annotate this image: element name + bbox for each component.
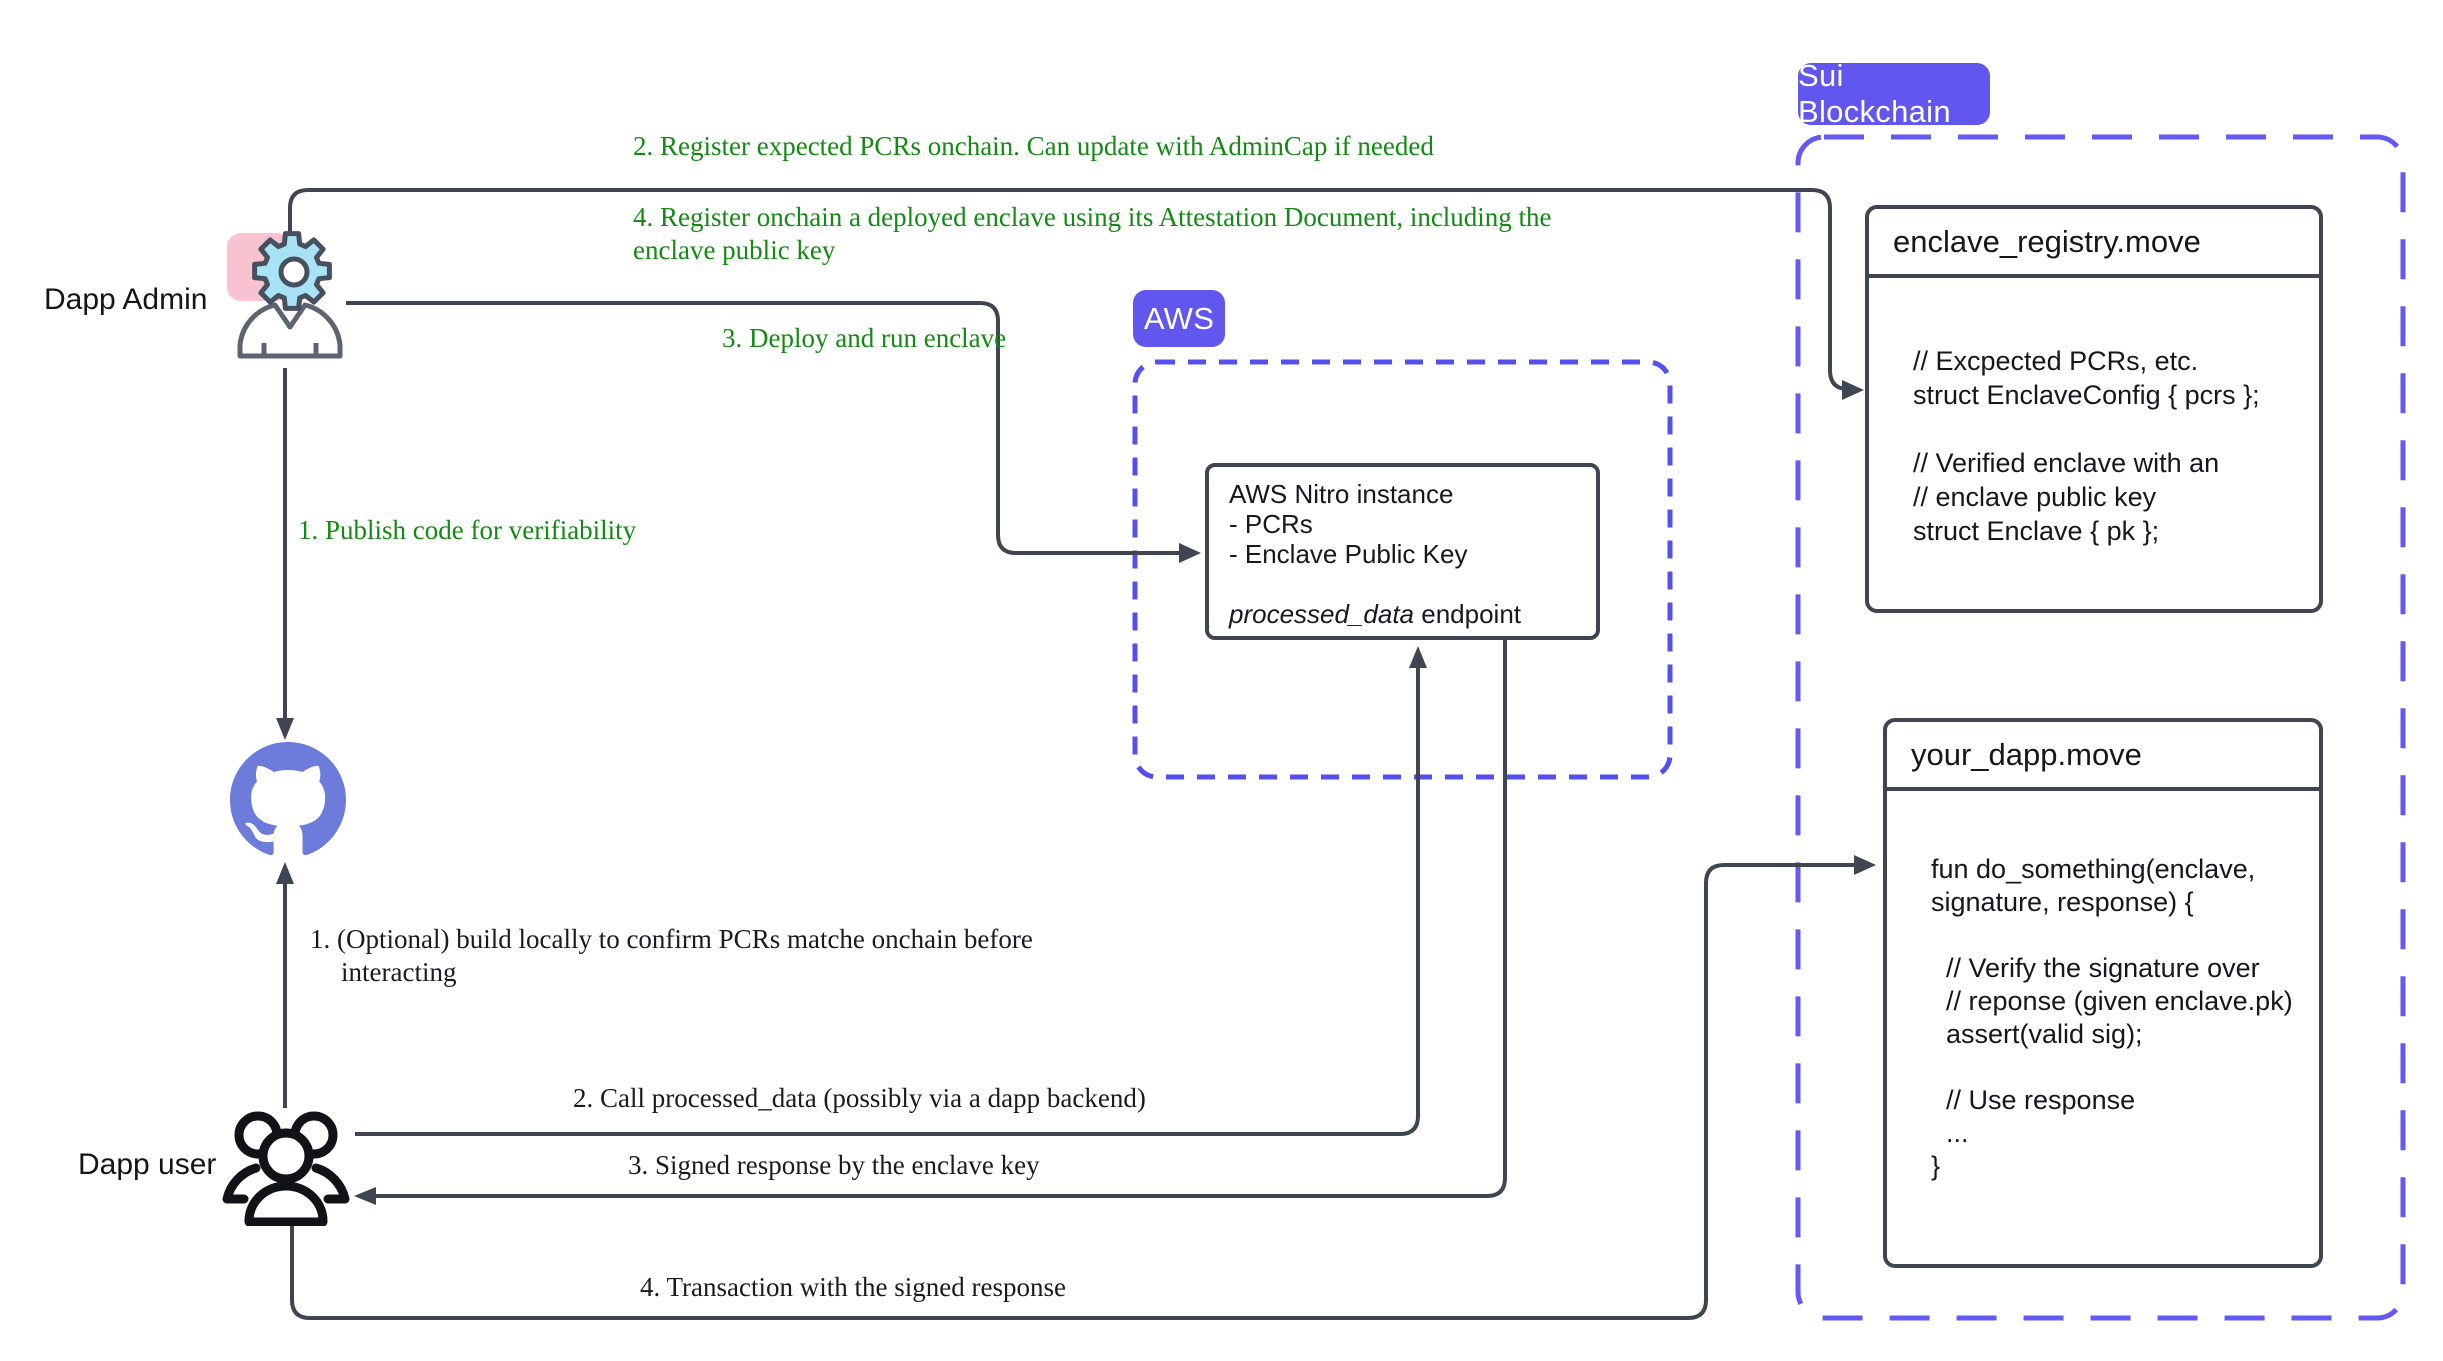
dapp-user-label: Dapp user bbox=[78, 1148, 217, 1181]
your-dapp-box: your_dapp.move fun do_something(enclave,… bbox=[1883, 718, 2323, 1268]
arrowhead-into-nitro bbox=[1179, 543, 1201, 563]
annotation-build-locally-2: interacting bbox=[341, 957, 457, 987]
aws-nitro-box: AWS Nitro instance - PCRs - Enclave Publ… bbox=[1205, 463, 1600, 640]
annotation-transaction: 4. Transaction with the signed response bbox=[640, 1272, 1066, 1302]
enclave-registry-code: // Excpected PCRs, etc. struct EnclaveCo… bbox=[1913, 346, 2260, 546]
annotation-deploy-enclave: 3. Deploy and run enclave bbox=[722, 323, 1007, 353]
your-dapp-code: fun do_something(enclave, signature, res… bbox=[1931, 854, 2293, 1181]
wire-user-to-dapp bbox=[290, 863, 1858, 1320]
dapp-user-group-icon bbox=[222, 1111, 350, 1226]
annotation-register-enclave: 4. Register onchain a deployed enclave u… bbox=[633, 202, 1552, 265]
aws-nitro-public-key: - Enclave Public Key bbox=[1229, 539, 1468, 569]
annotation-call-endpoint: 2. Call processed_data (possibly via a d… bbox=[573, 1083, 1146, 1113]
aws-badge: AWS bbox=[1133, 290, 1225, 347]
arrowhead-into-dapp bbox=[1854, 855, 1876, 875]
wire-nitro-to-user bbox=[372, 640, 1507, 1198]
dapp-admin-label: Dapp Admin bbox=[44, 283, 208, 316]
endpoint-name: processed_data bbox=[1229, 599, 1415, 629]
aws-nitro-endpoint: processed_data endpoint bbox=[1229, 599, 1596, 629]
enclave-registry-title: enclave_registry.move bbox=[1869, 209, 2319, 278]
sui-blockchain-badge-label: Sui Blockchain bbox=[1798, 58, 1951, 129]
your-dapp-title: your_dapp.move bbox=[1887, 722, 2319, 791]
wire-user-to-endpoint bbox=[355, 664, 1420, 1136]
wire-admin-to-registry bbox=[288, 188, 1847, 391]
arrowhead-into-github-top bbox=[276, 718, 294, 740]
admin-person-icon bbox=[237, 302, 343, 359]
arrowhead-into-registry bbox=[1842, 380, 1864, 400]
annotation-signed-response: 3. Signed response by the enclave key bbox=[628, 1150, 1040, 1180]
admin-gear-icon bbox=[252, 231, 332, 311]
arrowhead-into-user bbox=[354, 1187, 376, 1205]
arrowhead-into-github-bottom bbox=[276, 862, 294, 884]
annotation-build-locally: 1. (Optional) build locally to confirm P… bbox=[310, 924, 1033, 954]
annotation-register-pcrs: 2. Register expected PCRs onchain. Can u… bbox=[633, 131, 1434, 161]
aws-nitro-title: AWS Nitro instance bbox=[1229, 479, 1454, 509]
aws-nitro-pcrs: - PCRs bbox=[1229, 509, 1313, 539]
arrowhead-into-endpoint bbox=[1409, 646, 1427, 668]
wire-admin-to-nitro bbox=[346, 301, 1183, 555]
endpoint-word: endpoint bbox=[1414, 599, 1522, 629]
sui-blockchain-badge: Sui Blockchain bbox=[1798, 58, 1990, 129]
sui-dashed-region bbox=[1795, 134, 2406, 1321]
annotation-publish-code: 1. Publish code for verifiability bbox=[298, 515, 637, 545]
aws-badge-label: AWS bbox=[1143, 300, 1215, 336]
enclave-registry-box: enclave_registry.move // Excpected PCRs,… bbox=[1865, 205, 2323, 613]
github-icon bbox=[230, 742, 346, 856]
